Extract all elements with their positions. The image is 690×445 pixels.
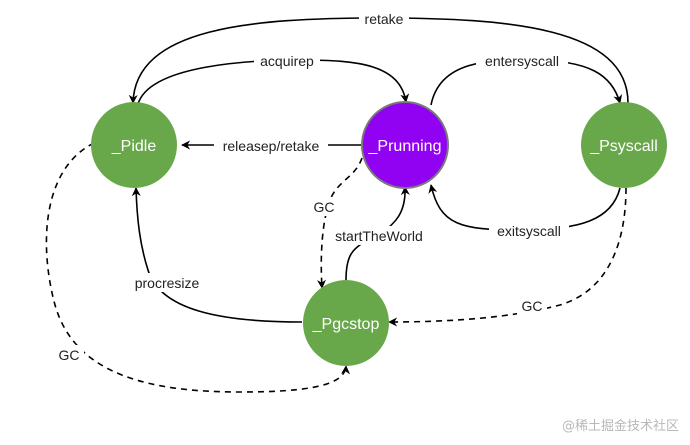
edge-label-entersyscall: entersyscall [485,53,559,69]
edge-label-exitsyscall: exitsyscall [497,223,561,239]
edge-gc-running-pgcstop [317,157,363,289]
node-prunning-label: _Prunning [368,138,442,155]
node-pgcstop-label: _Pgcstop [312,316,380,333]
node-prunning-circle [361,101,449,189]
edge-label-retake: retake [365,11,404,27]
edge-gc-pidle-pgcstop [45,142,351,393]
edge-label-procresize: procresize [135,275,200,291]
node-pidle[interactable]: _Pidle [91,102,177,188]
edge-label-releasep-retake: releasep/retake [223,138,320,154]
edge-label-gc-running: GC [314,199,335,215]
edge-label-gc-psyscall: GC [522,298,543,314]
edge-procresize [131,187,303,323]
edge-label-start-the-world: startTheWorld [335,228,423,244]
edge-gc-psyscall-pgcstop [388,187,627,327]
node-psyscall[interactable]: _Psyscall [581,102,667,188]
node-psyscall-circle [581,102,667,188]
node-pidle-label: _Pidle [111,138,157,155]
node-psyscall-label: _Psyscall [589,138,658,155]
edge-label-acquirep: acquirep [260,53,314,69]
node-pgcstop-circle [303,280,389,366]
edge-label-gc-pidle: GC [59,347,80,363]
node-pidle-circle [91,102,177,188]
node-prunning[interactable]: _Prunning [361,101,449,189]
watermark-text: @稀土掘金技术社区 [562,418,679,434]
node-pgcstop[interactable]: _Pgcstop [303,280,389,366]
